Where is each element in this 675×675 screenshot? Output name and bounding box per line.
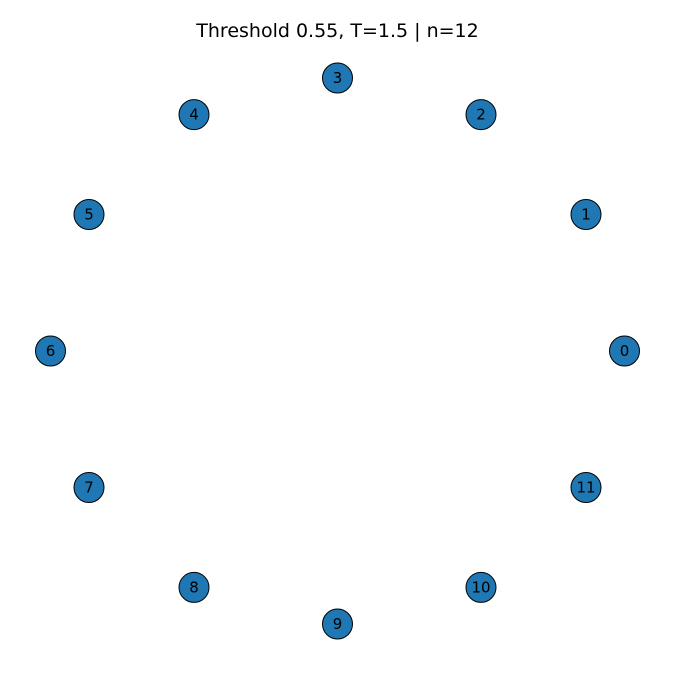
node-circle-8 [178, 571, 210, 603]
figure-title: Threshold 0.55, T=1.5 | n=12 [196, 20, 479, 42]
node-circle-3 [322, 62, 353, 94]
node-label-6: 6 [46, 342, 56, 360]
node-label-2: 2 [476, 106, 486, 124]
node-circle-6 [35, 335, 66, 367]
node-label-4: 4 [189, 106, 199, 124]
nodes-layer: 0 1 2 3 4 5 6 7 8 9 10 11 [35, 62, 640, 640]
node-label-11: 11 [576, 479, 595, 497]
node-circle-1 [570, 199, 602, 230]
node-0: 0 [609, 335, 640, 367]
node-9: 9 [322, 608, 353, 640]
node-label-0: 0 [620, 342, 630, 360]
node-circle-11 [570, 472, 602, 503]
node-circle-0 [609, 335, 640, 367]
node-circle-9 [322, 608, 353, 640]
node-3: 3 [322, 62, 353, 94]
node-label-9: 9 [333, 615, 343, 633]
node-label-3: 3 [333, 69, 343, 87]
node-4: 4 [178, 99, 210, 131]
node-10: 10 [465, 571, 497, 603]
node-circle-2 [465, 99, 497, 131]
node-label-10: 10 [471, 578, 490, 596]
node-8: 8 [178, 571, 210, 603]
node-circle-10 [465, 571, 497, 603]
node-7: 7 [73, 472, 105, 503]
node-label-1: 1 [581, 206, 591, 224]
node-label-8: 8 [189, 578, 199, 596]
node-2: 2 [465, 99, 497, 131]
node-6: 6 [35, 335, 66, 367]
node-1: 1 [570, 199, 602, 230]
node-label-5: 5 [84, 206, 94, 224]
node-label-7: 7 [84, 479, 94, 497]
node-5: 5 [73, 199, 105, 230]
node-circle-4 [178, 99, 210, 131]
node-circle-7 [73, 472, 105, 503]
node-11: 11 [570, 472, 602, 503]
node-circle-5 [73, 199, 105, 230]
